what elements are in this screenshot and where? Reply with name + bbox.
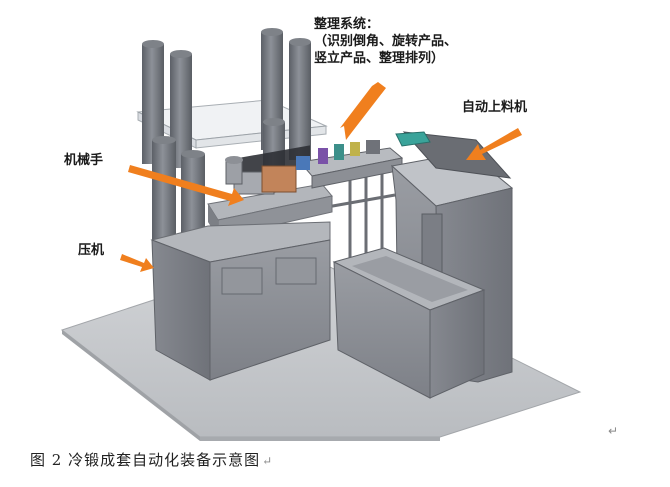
figure-caption: 图 2 冷锻成套自动化装备示意图↵ bbox=[30, 449, 273, 470]
arrow-auto-feeder bbox=[466, 128, 522, 160]
arrow-press bbox=[120, 254, 154, 272]
caption-paragraph-mark: ↵ bbox=[262, 454, 274, 468]
press-base bbox=[150, 221, 331, 381]
label-sorting-system-line2: （识别倒角、旋转产品、 bbox=[314, 34, 458, 49]
arrow-sorting-system bbox=[340, 82, 386, 140]
arrow-robot-arm bbox=[128, 165, 244, 206]
label-sorting-system-title: 整理系统： bbox=[314, 17, 380, 32]
paragraph-mark: ↵ bbox=[608, 424, 619, 438]
label-sorting-system: 整理系统： （识别倒角、旋转产品、 竖立产品、整理排列） bbox=[314, 16, 457, 67]
label-press: 压机 bbox=[78, 243, 105, 258]
sorting-system-unit bbox=[296, 140, 404, 189]
material-bin bbox=[332, 247, 486, 399]
conveyor-frame bbox=[309, 160, 396, 258]
callout-arrows bbox=[120, 82, 522, 272]
figure-caption-text: 图 2 冷锻成套自动化装备示意图 bbox=[30, 451, 261, 469]
label-auto-feeder: 自动上料机 bbox=[462, 100, 528, 115]
label-sorting-system-line3: 竖立产品、整理排列） bbox=[314, 51, 445, 66]
label-robot-arm: 机械手 bbox=[64, 153, 104, 168]
press-columns bbox=[142, 28, 311, 260]
